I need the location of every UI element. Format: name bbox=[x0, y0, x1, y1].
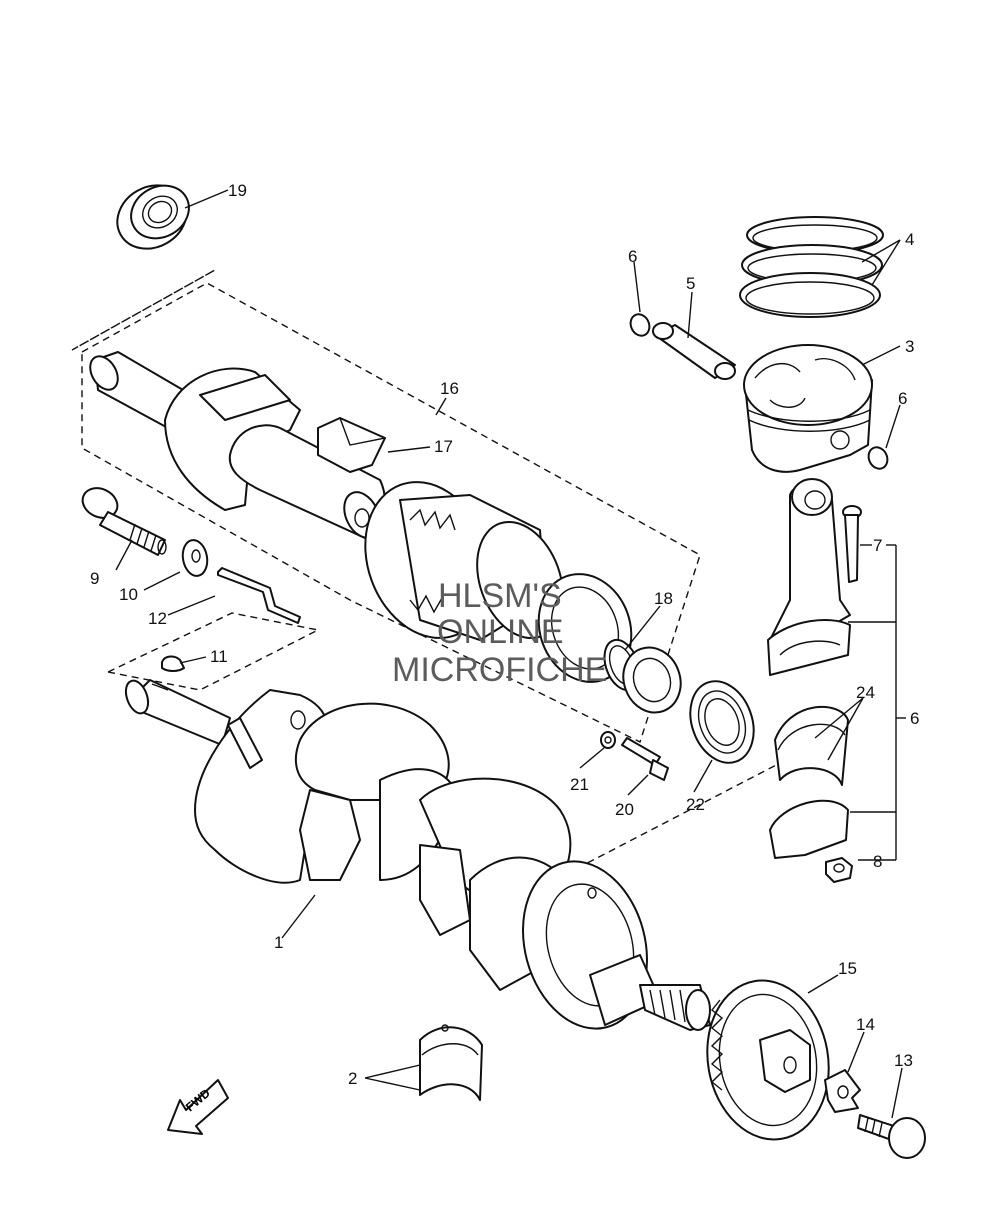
callout-17: 16 bbox=[440, 379, 459, 398]
oil-seal-23 bbox=[689, 680, 755, 764]
callout-24: 24 bbox=[856, 683, 875, 702]
callout-3: 3 bbox=[905, 337, 914, 356]
callout-21: 20 bbox=[615, 800, 634, 819]
circlip-6-right bbox=[867, 446, 889, 470]
balancer-group-outline bbox=[81, 282, 701, 743]
callout-11: 10 bbox=[119, 585, 138, 604]
piston-rings-4 bbox=[739, 216, 884, 318]
callouts: 19 4 5 6 3 6 16 17 7 9 10 12 18 11 24 6 … bbox=[90, 181, 919, 1088]
collar bbox=[622, 646, 682, 714]
fwd-arrow: FWD bbox=[167, 1079, 229, 1135]
bearing-center-line bbox=[544, 761, 783, 886]
callout-13: 12 bbox=[148, 609, 167, 628]
balancer-gear bbox=[364, 481, 633, 683]
callout-16: 15 bbox=[838, 959, 857, 978]
nut-9 bbox=[825, 857, 853, 883]
watermark-line-3: MICROFICHE bbox=[392, 651, 607, 689]
callout-2: 2 bbox=[348, 1069, 357, 1088]
callout-20: 19 bbox=[228, 181, 247, 200]
callout-22: 21 bbox=[570, 775, 589, 794]
watermark: HLSM'S ONLINE MICROFICHE bbox=[392, 577, 607, 689]
circlip-6-left bbox=[629, 313, 651, 337]
crankshaft-1 bbox=[124, 679, 711, 1031]
gear-16 bbox=[706, 979, 830, 1141]
rod-bolt-8 bbox=[842, 505, 862, 583]
callout-6b: 6 bbox=[898, 389, 907, 408]
plate-13 bbox=[217, 567, 301, 624]
rod-cap bbox=[769, 799, 849, 859]
callout-19: 18 bbox=[654, 589, 673, 608]
callout-18: 17 bbox=[434, 437, 453, 456]
callout-8: 7 bbox=[873, 536, 882, 555]
bolt-14 bbox=[857, 1114, 926, 1159]
leader-lines bbox=[115, 189, 906, 1119]
bearing-24-upper bbox=[774, 706, 849, 786]
weight-18 bbox=[317, 417, 386, 473]
callout-6a: 6 bbox=[628, 247, 637, 266]
callout-1: 1 bbox=[274, 933, 283, 952]
key-12 bbox=[161, 655, 185, 672]
bearing-20 bbox=[116, 184, 190, 250]
bolt-10 bbox=[81, 487, 167, 556]
connecting-rod-7 bbox=[767, 478, 851, 676]
bolt-21 bbox=[621, 737, 669, 781]
callout-9: 8 bbox=[873, 852, 882, 871]
callout-4: 4 bbox=[905, 230, 914, 249]
watermark-line-2: ONLINE bbox=[437, 613, 564, 651]
callout-7: 6 bbox=[910, 709, 919, 728]
piston-pin-5 bbox=[652, 322, 736, 380]
callout-5: 5 bbox=[686, 274, 695, 293]
bolt-group-outline bbox=[71, 269, 216, 351]
callout-23: 22 bbox=[686, 795, 705, 814]
key-group-outline bbox=[105, 612, 321, 691]
lock-washer-15 bbox=[824, 1069, 861, 1113]
bearing-2 bbox=[419, 1024, 483, 1101]
washer-22 bbox=[600, 731, 616, 749]
watermark-line-1: HLSM'S bbox=[438, 577, 562, 615]
washer-11 bbox=[181, 539, 209, 577]
callout-14: 13 bbox=[894, 1051, 913, 1070]
callout-12: 11 bbox=[210, 647, 228, 666]
callout-15: 14 bbox=[856, 1015, 875, 1034]
callout-10: 9 bbox=[90, 569, 99, 588]
piston-3 bbox=[743, 344, 873, 473]
